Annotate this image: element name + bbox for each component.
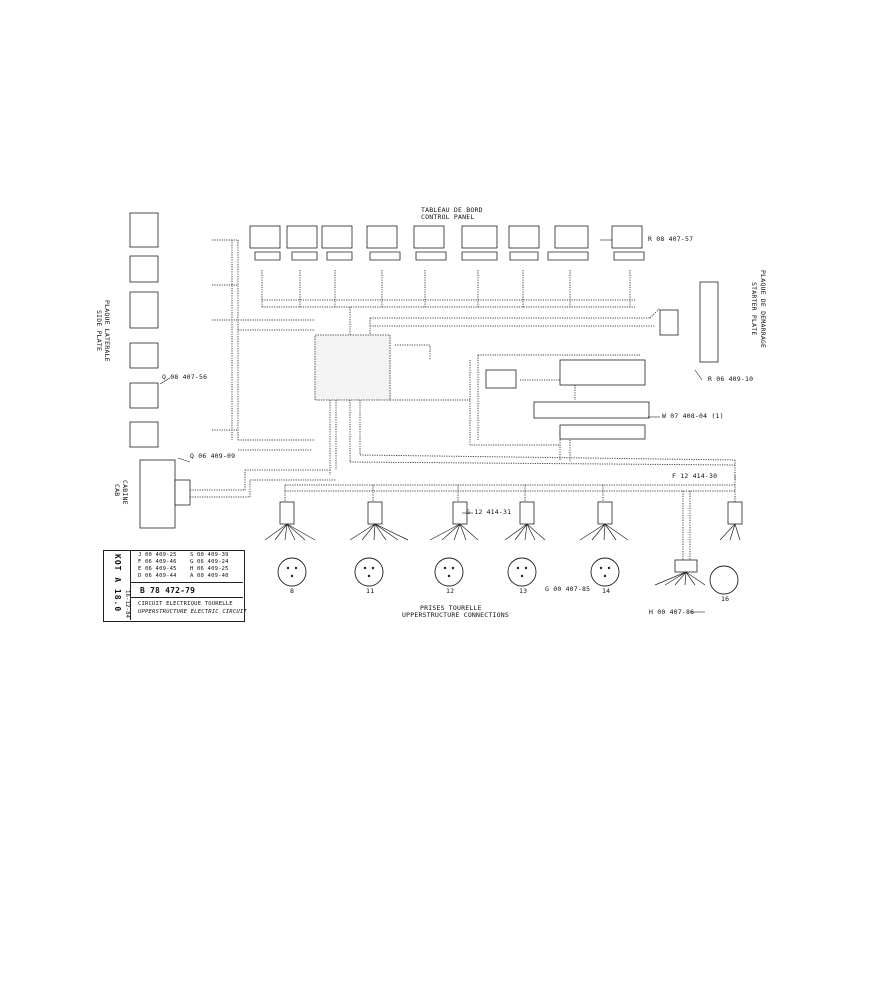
socket-14 — [590, 557, 620, 587]
legend-item-4: D 06 409-44 — [138, 573, 177, 579]
control-panel-ref: R 08 407-57 — [648, 235, 694, 243]
fuse-block-ref: W 07 408-04 (1) — [662, 412, 724, 420]
harness-lines — [190, 239, 736, 565]
connections-title-fr: PRISES TOURELLE — [420, 604, 482, 612]
socket-11 — [354, 557, 384, 587]
central-junction-box — [314, 334, 391, 401]
socket-16 — [709, 565, 739, 595]
connections-ref-h: H 00 407-86 — [649, 608, 695, 616]
legend-item-6: G 06 409-24 — [190, 559, 229, 565]
fuse-block — [485, 359, 650, 440]
socket-label-11: 11 — [366, 587, 375, 595]
legend-item-1: J 00 409-25 — [138, 552, 177, 558]
legend-item-5: S 00 409-39 — [190, 552, 229, 558]
legend-item-8: A 00 409-40 — [190, 573, 229, 579]
cab-connector — [139, 459, 176, 529]
connections-title-en: UPPERSTRUCTURE CONNECTIONS — [402, 611, 509, 619]
socket-12 — [434, 557, 464, 587]
harness-ref-g: G 12 414-31 — [466, 508, 512, 516]
cab-title-en: CAB — [113, 484, 121, 497]
harness-connectors — [279, 501, 743, 573]
legend-item-3: E 06 409-45 — [138, 566, 177, 572]
control-panel-switches — [249, 225, 643, 249]
socket-label-13: 13 — [519, 587, 528, 595]
legend-title-en: UPPERSTRUCTURE ELECTRIC CIRCUIT — [138, 609, 247, 615]
upperstructure-sockets — [277, 557, 739, 595]
control-panel-title-fr: TABLEAU DE BORD — [421, 206, 483, 214]
starter-plate-ref: R 06 409-10 — [708, 375, 754, 383]
cab-title-fr: CABINE — [121, 480, 129, 505]
harness-ref-f: F 12 414-30 — [672, 472, 718, 480]
side-plate-title-fr: PLAQUE LATERALE — [103, 300, 111, 362]
legend-item-2: F 06 409-46 — [138, 559, 177, 565]
legend-side-code: KOT A 18.0 — [113, 554, 122, 613]
pin-fans — [264, 523, 741, 586]
cab-ref: Q 06 409-09 — [190, 452, 236, 460]
side-plate-title-en: SIDE PLATE — [95, 310, 103, 352]
socket-label-12: 12 — [446, 587, 455, 595]
legend-doc-number: B 78 472-79 — [140, 586, 196, 595]
side-plate-switches — [129, 212, 159, 448]
connections-ref-g: G 00 407-85 — [545, 585, 591, 593]
legend-side-date: 16-12-84 — [124, 590, 130, 619]
socket-label-14: 14 — [602, 587, 611, 595]
socket-label-16: 16 — [721, 595, 730, 603]
starter-plate-title-fr: PLAQUE DE DEMARRAGE — [759, 270, 767, 349]
socket-8 — [277, 557, 307, 587]
legend-item-7: H 06 409-25 — [190, 566, 229, 572]
socket-label-8: 8 — [290, 587, 295, 595]
starter-plate-title-en: STARTER PLATE — [750, 282, 758, 336]
legend-block — [103, 550, 245, 622]
starter-plate-connector — [699, 281, 719, 363]
control-panel-title-en: CONTROL PANEL — [421, 213, 475, 221]
side-plate-ref: Q 08 407-56 — [162, 373, 208, 381]
legend-title-fr: CIRCUIT ELECTRIQUE TOURELLE — [138, 601, 233, 607]
socket-13 — [507, 557, 537, 587]
control-panel-plugs — [254, 251, 645, 261]
